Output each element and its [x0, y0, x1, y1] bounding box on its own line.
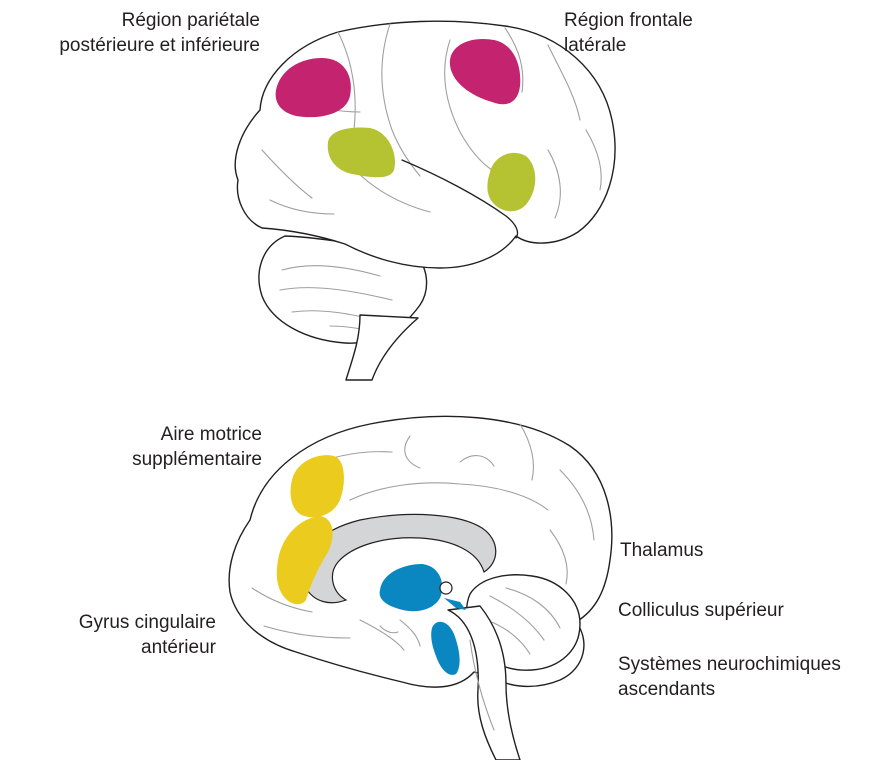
label-colliculus-text: Colliculus supérieur	[618, 598, 784, 623]
label-frontal-line2: latérale	[564, 33, 693, 58]
label-frontal: Région frontale latérale	[564, 8, 693, 58]
label-parietal-line1: Région pariétale	[59, 8, 260, 33]
label-parietal-line2: postérieure et inférieure	[59, 33, 260, 58]
superior-colliculus-marker	[440, 582, 452, 594]
cerebrum-lateral	[235, 21, 615, 268]
label-colliculus: Colliculus supérieur	[618, 598, 784, 623]
label-cingulate-line2: antérieur	[79, 635, 216, 660]
label-sma-line2: supplémentaire	[132, 447, 262, 472]
label-cingulate: Gyrus cingulaire antérieur	[79, 610, 216, 660]
label-sma: Aire motrice supplémentaire	[132, 422, 262, 472]
label-neurochemical-line1: Systèmes neurochimiques	[618, 652, 841, 677]
label-parietal: Région pariétale postérieure et inférieu…	[59, 8, 260, 58]
label-thalamus: Thalamus	[620, 538, 703, 563]
lateral-brain	[235, 21, 615, 380]
label-frontal-line1: Région frontale	[564, 8, 693, 33]
label-neurochemical-line2: ascendants	[618, 677, 841, 702]
label-cingulate-line1: Gyrus cingulaire	[79, 610, 216, 635]
label-sma-line1: Aire motrice	[132, 422, 262, 447]
label-neurochemical: Systèmes neurochimiques ascendants	[618, 652, 841, 702]
medial-brain	[229, 416, 612, 760]
label-thalamus-text: Thalamus	[620, 538, 703, 563]
